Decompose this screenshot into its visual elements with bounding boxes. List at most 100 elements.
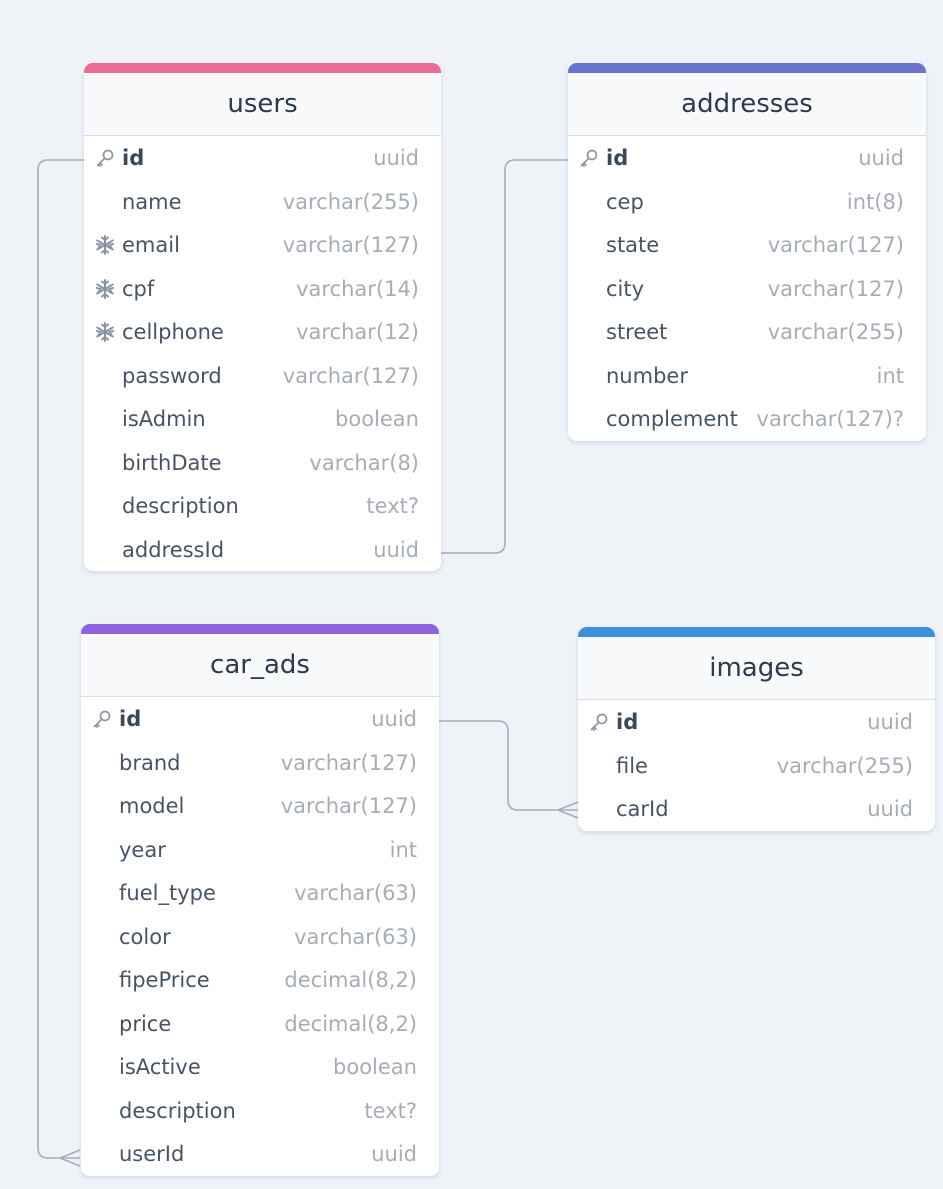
field-name: id	[616, 710, 639, 734]
field-name: year	[119, 837, 166, 862]
field-row[interactable]: state varchar(127)	[568, 223, 926, 267]
field-type: varchar(14)	[296, 276, 419, 301]
field-type: uuid	[373, 146, 419, 170]
field-row[interactable]: id uuid	[81, 697, 439, 741]
table-title: addresses	[568, 73, 926, 136]
field-row[interactable]: price decimal(8,2)	[81, 1002, 439, 1046]
field-type: text?	[366, 494, 419, 518]
field-name: name	[122, 189, 182, 214]
key-icon	[91, 708, 113, 730]
field-type: uuid	[371, 707, 417, 731]
field-type: varchar(63)	[294, 924, 417, 949]
field-name: fipePrice	[119, 968, 210, 992]
field-name: userId	[119, 1142, 185, 1166]
field-name: isActive	[119, 1055, 201, 1079]
snowflake-icon	[94, 321, 116, 343]
field-type: decimal(8,2)	[284, 1011, 417, 1036]
field-name: street	[606, 320, 668, 344]
field-row[interactable]: userId uuid	[81, 1132, 439, 1176]
field-type: varchar(127)	[280, 794, 417, 818]
field-type: varchar(255)	[282, 189, 419, 214]
table-accent-bar	[568, 63, 926, 73]
field-name: description	[119, 1098, 236, 1123]
field-row[interactable]: isActive boolean	[81, 1045, 439, 1089]
field-row[interactable]: cep int(8)	[568, 180, 926, 224]
field-row[interactable]: number int	[568, 354, 926, 398]
field-type: varchar(127)	[282, 363, 419, 388]
field-type: boolean	[333, 1055, 417, 1079]
field-name: model	[119, 794, 185, 818]
field-row[interactable]: id uuid	[84, 136, 441, 180]
field-row[interactable]: model varchar(127)	[81, 784, 439, 828]
table-title: images	[578, 637, 935, 700]
field-name: id	[122, 146, 145, 170]
field-type: varchar(127)?	[756, 407, 904, 431]
crowfoot-images-car-icon	[557, 801, 579, 819]
field-type: uuid	[858, 146, 904, 170]
field-row[interactable]: password varchar(127)	[84, 354, 441, 398]
key-icon	[588, 711, 610, 733]
field-row[interactable]: street varchar(255)	[568, 310, 926, 354]
key-icon	[578, 147, 600, 169]
field-row[interactable]: description text?	[81, 1089, 439, 1133]
field-name: id	[119, 707, 142, 731]
field-name: cellphone	[122, 320, 224, 344]
field-name: state	[606, 233, 660, 257]
field-name: email	[122, 233, 180, 257]
field-type: int	[876, 363, 904, 388]
field-type: uuid	[371, 1142, 417, 1166]
field-name: cpf	[122, 276, 155, 301]
table-accent-bar	[81, 624, 439, 634]
field-name: isAdmin	[122, 407, 206, 431]
car-ads-table[interactable]: car_ads id uuid brand varchar(127) model varc…	[81, 624, 439, 1176]
field-type: varchar(12)	[296, 320, 419, 344]
field-name: brand	[119, 750, 181, 775]
relation-line-users-addresses	[441, 159, 568, 554]
field-type: boolean	[335, 407, 419, 431]
table-title: car_ads	[81, 634, 439, 697]
field-name: price	[119, 1011, 172, 1036]
field-name: number	[606, 363, 688, 388]
field-row[interactable]: isAdmin boolean	[84, 397, 441, 441]
field-type: varchar(255)	[767, 320, 904, 344]
field-row[interactable]: name varchar(255)	[84, 180, 441, 224]
field-type: varchar(127)	[767, 233, 904, 257]
crowfoot-car-ads-user-icon	[59, 1149, 81, 1167]
field-type: int(8)	[846, 189, 904, 214]
field-name: addressId	[122, 537, 225, 562]
field-type: varchar(63)	[294, 881, 417, 905]
key-icon	[94, 147, 116, 169]
snowflake-icon	[94, 234, 116, 256]
field-type: varchar(8)	[309, 450, 419, 475]
field-type: uuid	[867, 710, 913, 734]
field-row[interactable]: cellphone varchar(12)	[84, 310, 441, 354]
field-row[interactable]: cpf varchar(14)	[84, 267, 441, 311]
field-row[interactable]: id uuid	[578, 700, 935, 744]
snowflake-icon	[94, 278, 116, 300]
field-name: carId	[616, 797, 669, 821]
field-name: password	[122, 363, 222, 388]
field-row[interactable]: brand varchar(127)	[81, 741, 439, 785]
field-name: cep	[606, 189, 644, 214]
field-type: text?	[364, 1098, 417, 1123]
field-type: varchar(127)	[280, 750, 417, 775]
